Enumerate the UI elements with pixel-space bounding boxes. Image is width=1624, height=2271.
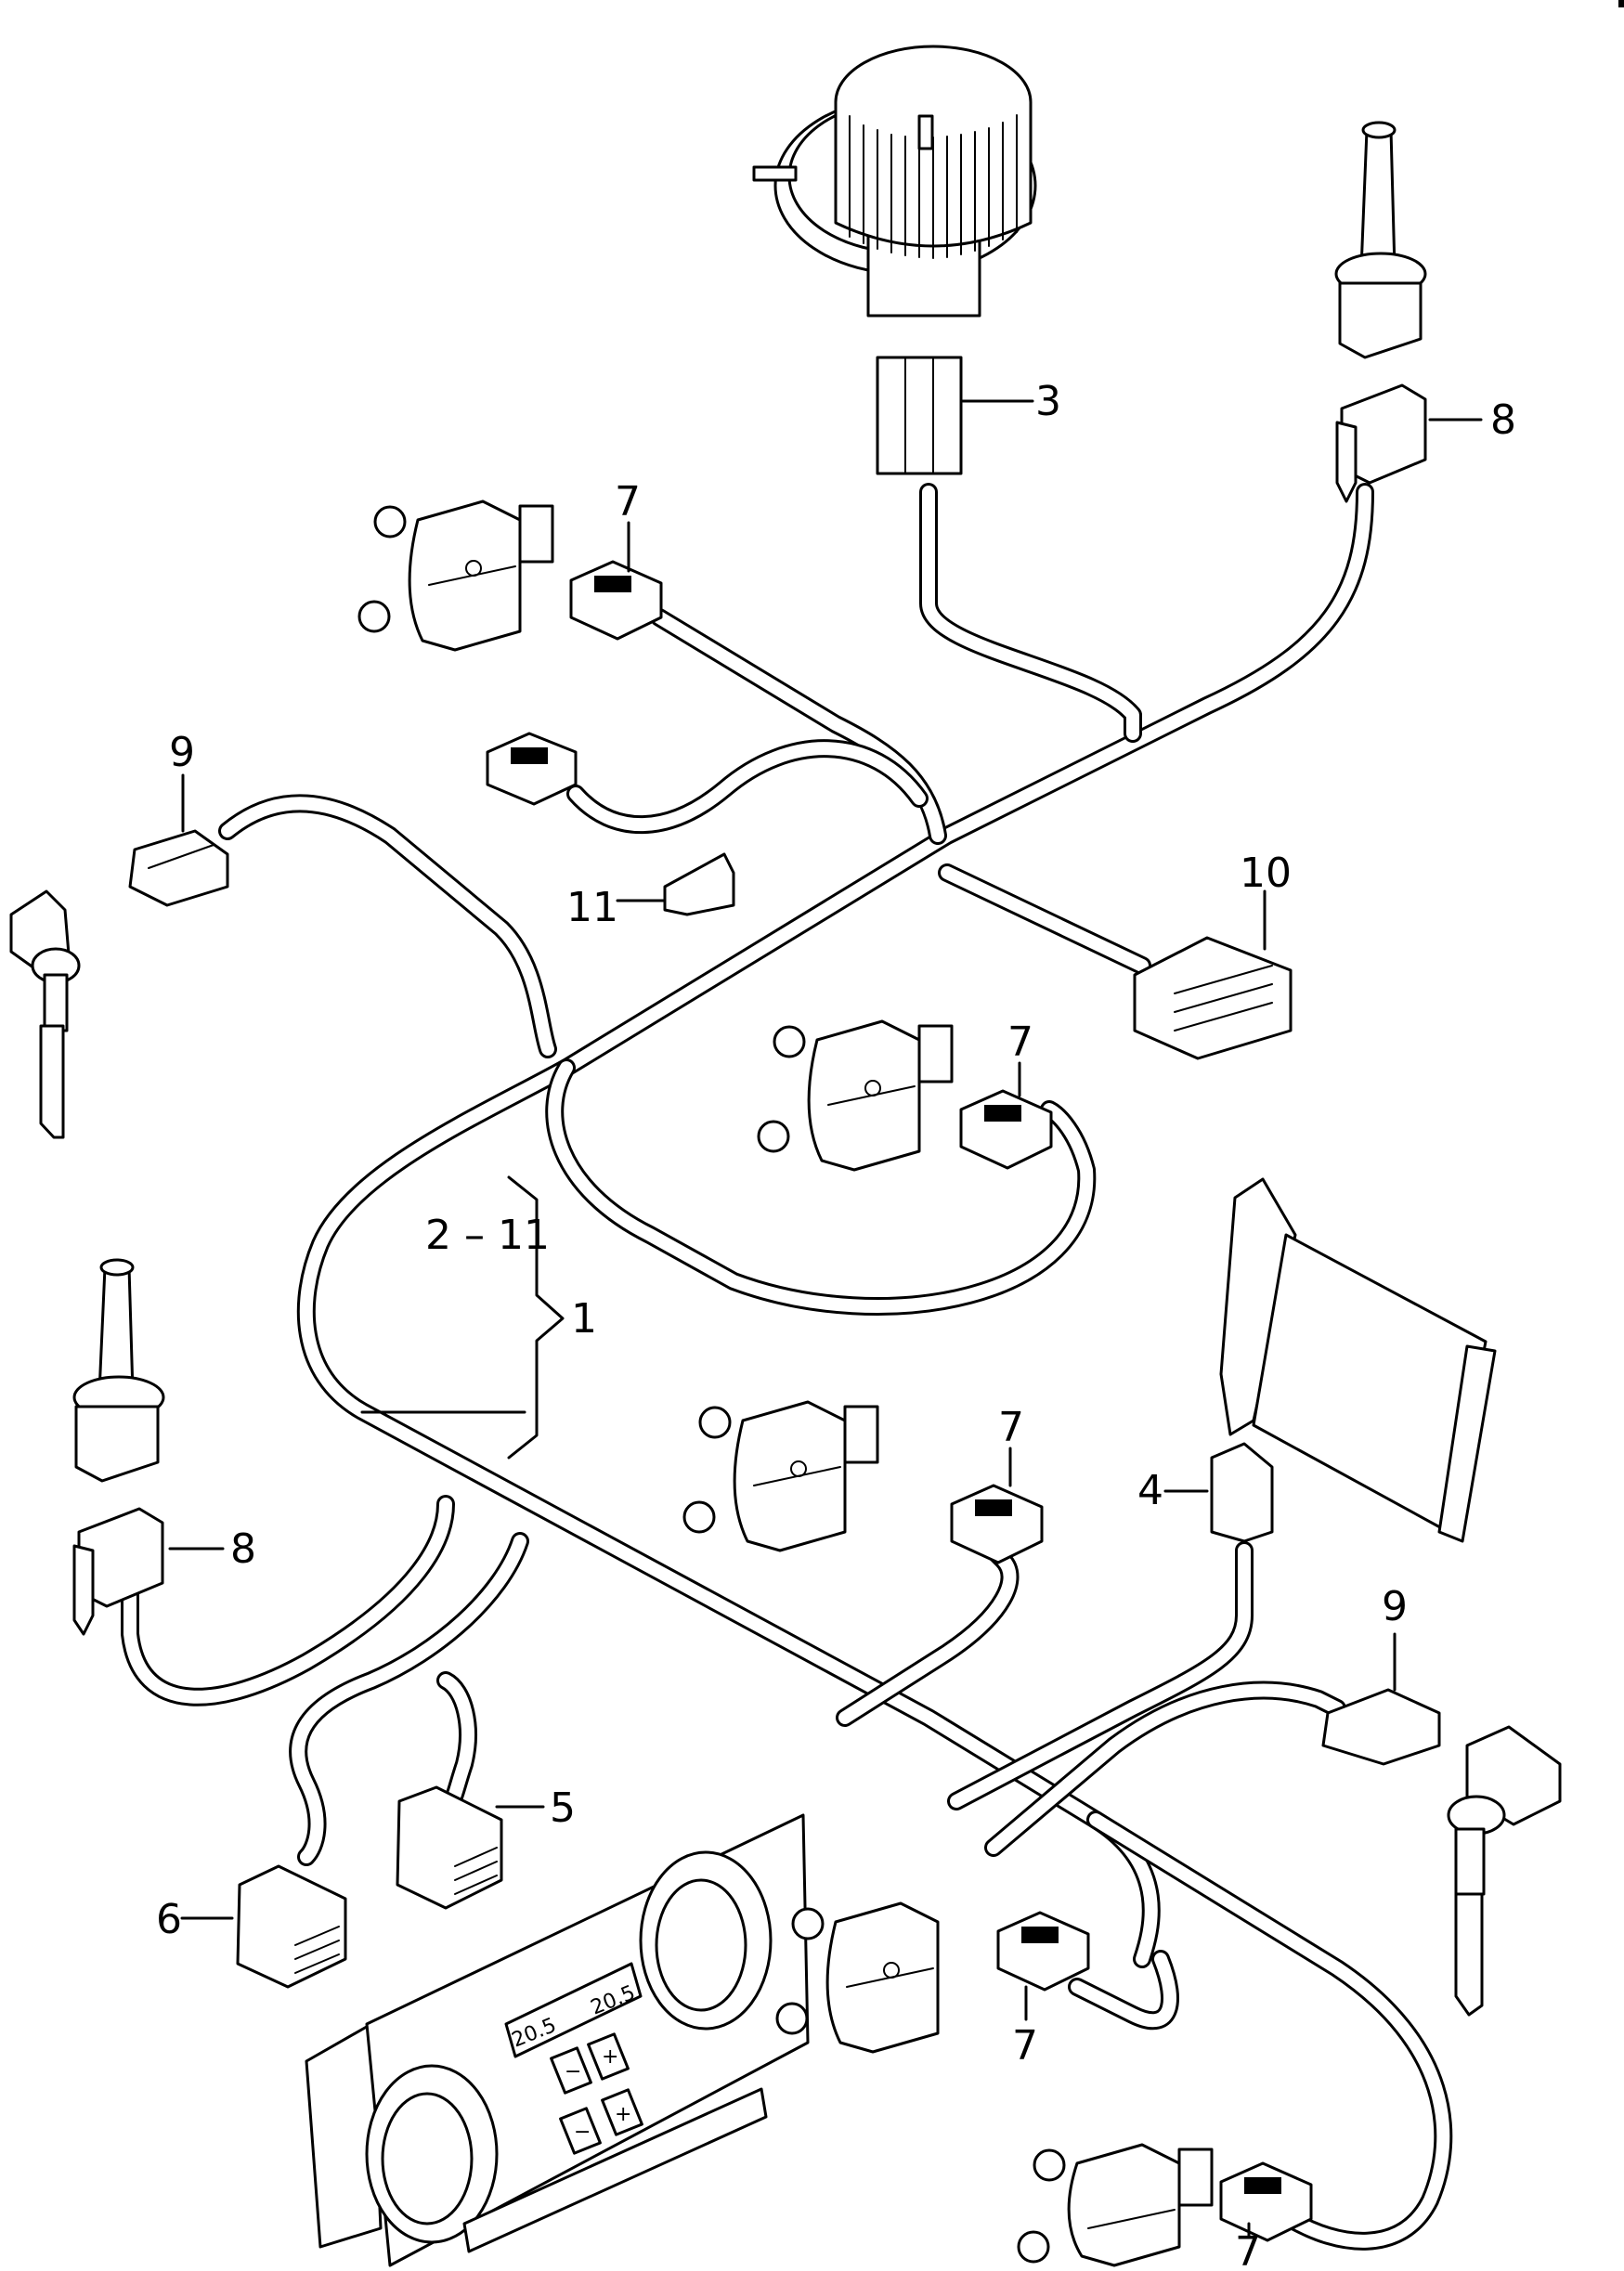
connector-7-lower-mid	[950, 1447, 1044, 1564]
callout-1: 1	[571, 1295, 597, 1343]
callout-8-top: 8	[1490, 396, 1516, 444]
clip-11	[616, 852, 735, 916]
callout-7-lower-mid: 7	[998, 1404, 1024, 1451]
plus-button-top: +	[602, 2045, 618, 2069]
callout-7-mid: 7	[1007, 1019, 1033, 1066]
connector-6	[180, 1864, 347, 1989]
callout-9-left: 9	[169, 729, 195, 776]
callout-5: 5	[550, 1784, 576, 1832]
callout-8-left: 8	[230, 1525, 256, 1573]
climate-control-panel: 20.5 20.5 − + − +	[305, 1813, 810, 2267]
connector-7-mid	[959, 1061, 1053, 1170]
bracket-group-1	[360, 1175, 565, 1460]
callout-7-top: 7	[615, 478, 641, 526]
callout-10: 10	[1240, 850, 1292, 897]
heat-exchanger	[1219, 1177, 1497, 1543]
connector-7-bottom-right	[1219, 2161, 1313, 2242]
callout-9-right: 9	[1382, 1583, 1408, 1630]
connector-8-top	[1335, 383, 1483, 503]
flap-actuator-4	[775, 1901, 940, 2054]
blower-motor	[752, 45, 1037, 318]
connector-9-right	[1321, 1632, 1441, 1766]
callout-7-bottom-right: 7	[1235, 2228, 1261, 2271]
connector-8-left	[72, 1507, 225, 1636]
corner-mark	[1618, 0, 1624, 7]
minus-button-top: −	[565, 2060, 581, 2083]
connector-10	[1133, 889, 1293, 1060]
plus-button-bottom: +	[615, 2103, 631, 2126]
temperature-probe-left	[9, 889, 81, 1139]
flap-actuator-1	[357, 500, 554, 652]
flap-actuator-5	[1017, 2143, 1214, 2267]
callout-2-11: 2 – 11	[425, 1212, 550, 1259]
connector-7-bottom-mid	[996, 1911, 1090, 2021]
connector-9-left	[128, 773, 229, 907]
callout-4: 4	[1137, 1467, 1163, 1514]
connector-4	[1163, 1442, 1274, 1543]
wiring-harness	[121, 483, 1453, 2251]
callout-6: 6	[156, 1896, 182, 1943]
temperature-probe-right	[1447, 1725, 1562, 2017]
connector-7-top	[569, 521, 663, 641]
callout-11: 11	[566, 884, 618, 931]
callout-7-bottom-mid: 7	[1012, 2022, 1038, 2070]
flap-actuator-3	[682, 1400, 879, 1552]
flap-actuator-2	[757, 1019, 954, 1172]
callout-3: 3	[1035, 378, 1061, 425]
minus-button-bottom: −	[574, 2121, 591, 2144]
callout-labels: 3 8 7 9 11 10 7 2 – 11 1 7 4 8 9 5 6 7 7	[156, 378, 1516, 2271]
connector-5	[396, 1785, 545, 1910]
temperature-sensor-left	[72, 1258, 165, 1483]
temperature-sensor-top-right	[1334, 121, 1427, 359]
connector-3	[876, 356, 1034, 475]
connector-7-unlabeled	[486, 732, 578, 806]
